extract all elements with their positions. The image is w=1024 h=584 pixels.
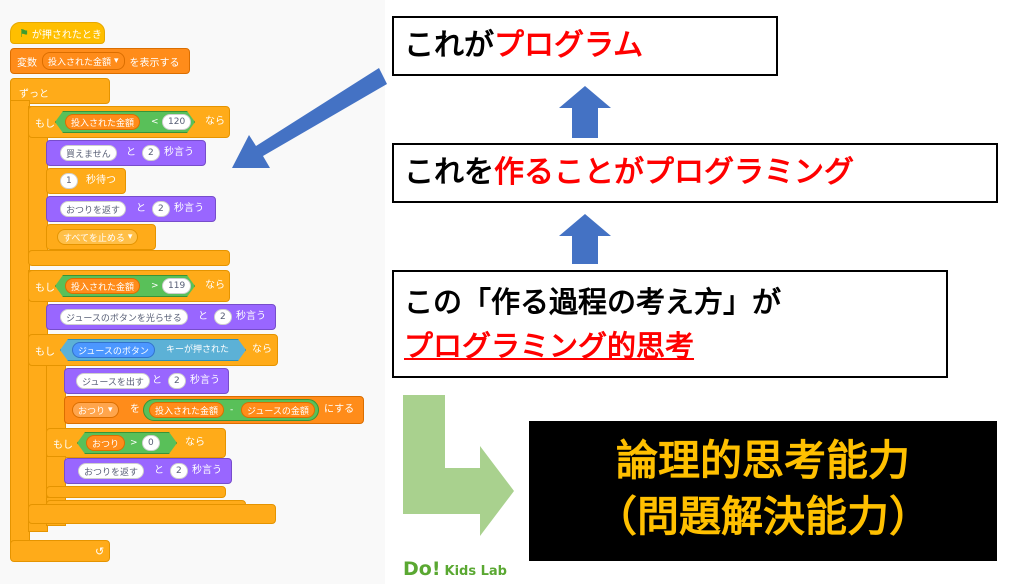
dropdown-arrow-icon: ▾ (114, 56, 119, 66)
variable-dropdown[interactable]: 投入された金額▾ (42, 52, 125, 70)
scratch-code-area: ⚑ が押されたとき 変数 投入された金額▾ を表示する ずっと ↺ もし 投入さ… (0, 0, 385, 584)
dropdown-arrow-icon: ▾ (127, 232, 133, 242)
say-4-suffix: 秒言う (190, 375, 220, 386)
if-2-variable-label: 投入された金額 (71, 282, 135, 293)
if-1-value[interactable]: 120 (162, 114, 192, 130)
subtract-sign: - (230, 405, 234, 415)
say-2-secs[interactable]: 2 (152, 201, 170, 217)
say-1-to: と (126, 147, 136, 158)
set-variable-suffix: にする (324, 404, 355, 415)
say-1-suffix: 秒言う (164, 147, 194, 158)
then-label: なら (252, 344, 272, 355)
thinking-box-line1: この「作る過程の考え方」が (404, 285, 782, 319)
set-variable-dropdown[interactable]: おつり▾ (72, 402, 119, 418)
subtract-left-label: 投入された金額 (155, 406, 219, 417)
say-3-secs[interactable]: 2 (214, 309, 232, 325)
programming-box-plain: これを (404, 155, 494, 190)
forever-label: ずっと (19, 89, 49, 100)
variable-dropdown-label: 投入された金額 (48, 57, 112, 68)
show-variable-block[interactable]: 変数 投入された金額▾ を表示する (10, 48, 190, 74)
then-label: なら (205, 280, 225, 291)
say-5-secs[interactable]: 2 (170, 463, 188, 479)
if-block-1-bottom (28, 250, 230, 266)
set-variable-to: を (130, 404, 140, 415)
forever-block[interactable]: ずっと (10, 78, 110, 104)
say-2-text[interactable]: おつりを返す (60, 201, 127, 217)
hat-label: が押されたとき (31, 29, 102, 41)
say-5-suffix: 秒言う (192, 465, 222, 476)
subtract-right-label: ジュースの金額 (247, 406, 309, 417)
if-3-key-text: キーが押された (166, 345, 230, 355)
say-1-secs[interactable]: 2 (142, 145, 160, 161)
if-3-sensor-label: ジュースのボタン (78, 346, 149, 357)
show-variable-prefix: 変数 (17, 57, 37, 69)
loop-arrow-icon: ↺ (95, 544, 105, 558)
forever-bottom: ↺ (10, 540, 110, 562)
if-2-variable[interactable]: 投入された金額 (65, 278, 141, 294)
logo-text: Kids Lab (444, 564, 507, 579)
dropdown-arrow-icon: ▾ (108, 405, 113, 415)
kidslab-logo: Do! Kids Lab (403, 558, 507, 582)
logo-mark: Do! (403, 558, 441, 580)
forever-arm (10, 100, 30, 557)
blue-up-arrow-1 (559, 86, 611, 138)
say-2-suffix: 秒言う (174, 203, 204, 214)
say-4-to: と (152, 375, 162, 386)
stop-dropdown[interactable]: すべてを止める▾ (57, 229, 139, 245)
green-bent-arrow (403, 395, 514, 536)
say-3-text[interactable]: ジュースのボタンを光らせる (60, 309, 188, 325)
program-box: これがプログラム (392, 16, 778, 76)
if-2-operator: > (151, 281, 159, 291)
if-4-variable[interactable]: おつり (86, 435, 126, 451)
if-block-2-frame (28, 270, 48, 532)
set-variable-dropdown-label: おつり (78, 406, 106, 417)
logic-box-line1: 論理的思考能力 (615, 436, 910, 485)
if-1-variable[interactable]: 投入された金額 (65, 114, 141, 130)
subtract-right-variable[interactable]: ジュースの金額 (241, 402, 315, 418)
wait-1-suffix: 秒待つ (86, 175, 116, 186)
program-box-plain: これが (404, 28, 494, 63)
wait-1-secs[interactable]: 1 (60, 173, 78, 189)
if-1-variable-label: 投入された金額 (71, 118, 135, 129)
then-label: なら (185, 437, 205, 448)
programming-box-red: 作ることがプログラミング (494, 155, 854, 190)
say-4-text[interactable]: ジュースを出す (76, 373, 150, 389)
if-4-value[interactable]: 0 (142, 435, 160, 451)
if-3-sensor[interactable]: ジュースのボタン (72, 342, 155, 358)
say-3-to: と (198, 311, 208, 322)
say-4-secs[interactable]: 2 (168, 373, 186, 389)
stop-dropdown-label: すべてを止める (63, 233, 125, 244)
if-block-4-bottom (46, 486, 226, 498)
if-label: もし (35, 282, 55, 294)
if-4-operator: > (130, 438, 138, 448)
if-label: もし (35, 346, 55, 358)
then-label: なら (205, 116, 225, 127)
say-3-suffix: 秒言う (236, 311, 266, 322)
programming-box: これを作ることがプログラミング (392, 143, 998, 203)
program-box-red: プログラム (494, 28, 644, 63)
logic-box-line2: （問題解決能力） (594, 492, 931, 541)
thinking-box-line2: プログラミング的思考 (404, 329, 695, 363)
if-label: もし (53, 439, 73, 451)
say-1-text[interactable]: 買えません (60, 145, 117, 161)
logic-box: 論理的思考能力 （問題解決能力） (529, 421, 997, 561)
if-block-2-bottom (28, 504, 276, 524)
when-flag-clicked-block[interactable]: ⚑ が押されたとき (10, 22, 105, 44)
wait-block-1[interactable] (46, 168, 126, 194)
subtract-left-variable[interactable]: 投入された金額 (149, 402, 225, 418)
blue-up-arrow-2 (559, 214, 611, 264)
say-2-to: と (136, 203, 146, 214)
say-5-to: と (154, 465, 164, 476)
show-variable-suffix: を表示する (129, 57, 180, 69)
if-4-variable-label: おつり (92, 439, 120, 450)
thinking-box: この「作る過程の考え方」が プログラミング的思考 (392, 270, 948, 378)
green-flag-icon: ⚑ (19, 26, 29, 40)
if-label: もし (35, 118, 55, 130)
stop-block[interactable]: すべてを止める▾ (46, 224, 156, 250)
if-1-operator: < (151, 117, 159, 127)
if-2-value[interactable]: 119 (162, 278, 192, 294)
say-5-text[interactable]: おつりを返す (78, 463, 145, 479)
